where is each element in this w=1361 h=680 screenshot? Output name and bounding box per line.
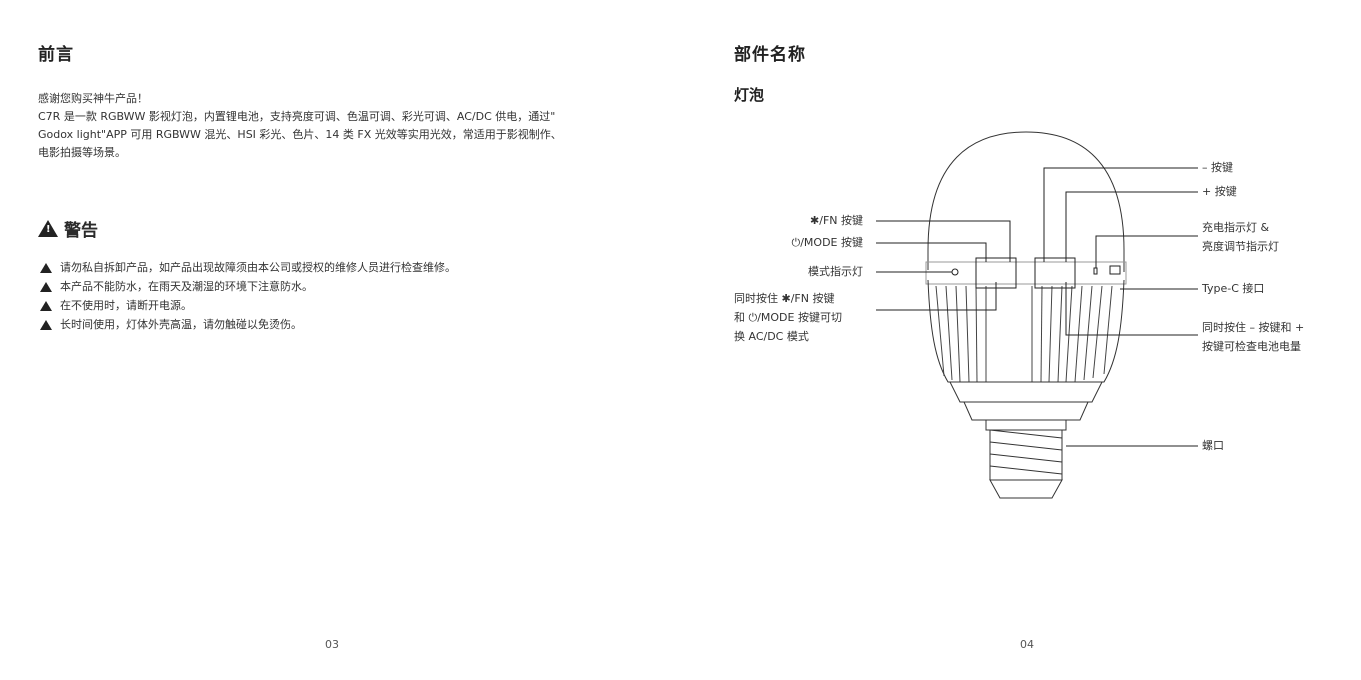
- warning-text: 长时间使用，灯体外壳高温，请勿触碰以免烫伤。: [60, 318, 302, 331]
- label-charge-indicator: 充电指示灯 & 亮度调节指示灯: [1202, 221, 1279, 253]
- screw-base: [985, 419, 1067, 499]
- intro-text: 感谢您购买神牛产品！ C7R 是一款 RGBWW 影视灯泡，内置锂电池，支持亮度…: [38, 90, 638, 162]
- warning-text: 在不使用时，请断开电源。: [60, 299, 192, 312]
- bulb-dome: [927, 131, 1125, 272]
- power-icon: ⏻: [791, 236, 801, 249]
- list-item: 本产品不能防水，在雨天及潮湿的环境下注意防水。: [40, 277, 456, 296]
- collar: [949, 381, 1103, 403]
- page-number: 03: [325, 638, 339, 651]
- leader-combo: [876, 282, 997, 311]
- list-item: 在不使用时，请断开电源。: [40, 296, 456, 315]
- warning-icon: [38, 220, 58, 237]
- page-left: 前言 感谢您购买神牛产品！ C7R 是一款 RGBWW 影视灯泡，内置锂电池，支…: [0, 0, 680, 680]
- leader-charge: [1095, 235, 1198, 268]
- warning-icon: [40, 281, 52, 292]
- label-combo: 同时按住 ✱/FN 按键 和 ⏻/MODE 按键可切 换 AC/DC 模式: [734, 292, 842, 343]
- leader-plus: [1065, 191, 1198, 262]
- charge-indicator: [1093, 267, 1098, 275]
- intro-line: C7R 是一款 RGBWW 影视灯泡，内置锂电池，支持亮度可调、色温可调、彩光可…: [38, 110, 556, 123]
- warning-text: 本产品不能防水，在雨天及潮湿的环境下注意防水。: [60, 280, 313, 293]
- right-button-panel: [1034, 257, 1076, 289]
- page-title: 前言: [38, 45, 74, 65]
- mode-indicator-dot: [951, 268, 959, 276]
- label-mode-indicator: 模式指示灯: [808, 265, 863, 278]
- label-plus-key: + 按键: [1202, 185, 1237, 198]
- bluetooth-icon: ✱: [810, 214, 820, 227]
- warning-heading: 警告: [38, 216, 98, 241]
- list-item: 长时间使用，灯体外壳高温，请勿触碰以免烫伤。: [40, 315, 456, 334]
- label-power-mode: ⏻/MODE 按键: [791, 236, 863, 249]
- bluetooth-icon: ✱: [781, 292, 791, 305]
- leader-battery: [1065, 282, 1198, 336]
- list-item: 请勿私自拆卸产品，如产品出现故障须由本公司或授权的维修人员进行检查维修。: [40, 258, 456, 277]
- page-title: 部件名称: [734, 45, 806, 65]
- label-bt-fn: ✱/FN 按键: [810, 214, 863, 227]
- label-screw: 螺口: [1202, 439, 1224, 452]
- warning-list: 请勿私自拆卸产品，如产品出现故障须由本公司或授权的维修人员进行检查维修。 本产品…: [40, 258, 456, 334]
- intro-line: 电影拍摄等场景。: [38, 146, 126, 159]
- control-band: [925, 261, 1127, 285]
- label-typec: Type-C 接口: [1202, 282, 1265, 295]
- warning-text: 请勿私自拆卸产品，如产品出现故障须由本公司或授权的维修人员进行检查维修。: [60, 261, 456, 274]
- page-number: 04: [1020, 638, 1034, 651]
- warning-icon: [40, 319, 52, 330]
- leader-bt-fn: [876, 220, 1011, 262]
- section-subtitle: 灯泡: [734, 86, 765, 104]
- typec-port: [1109, 265, 1121, 275]
- warning-icon: [40, 262, 52, 273]
- label-minus-key: – 按键: [1202, 161, 1233, 174]
- page-right: 部件名称 灯泡: [680, 0, 1361, 680]
- intro-line: 感谢您购买神牛产品！: [38, 92, 148, 105]
- warning-title: 警告: [64, 221, 98, 241]
- intro-line: Godox light"APP 可用 RGBWW 混光、HSI 彩光、色片、14…: [38, 128, 562, 141]
- leader-power-mode: [876, 242, 987, 262]
- power-icon: ⏻: [748, 311, 758, 324]
- bulb-diagram: [876, 131, 1198, 499]
- leader-minus: [1043, 167, 1198, 262]
- warning-icon: [40, 300, 52, 311]
- label-battery-check: 同时按住 – 按键和 + 按键可检查电池电量: [1202, 321, 1305, 353]
